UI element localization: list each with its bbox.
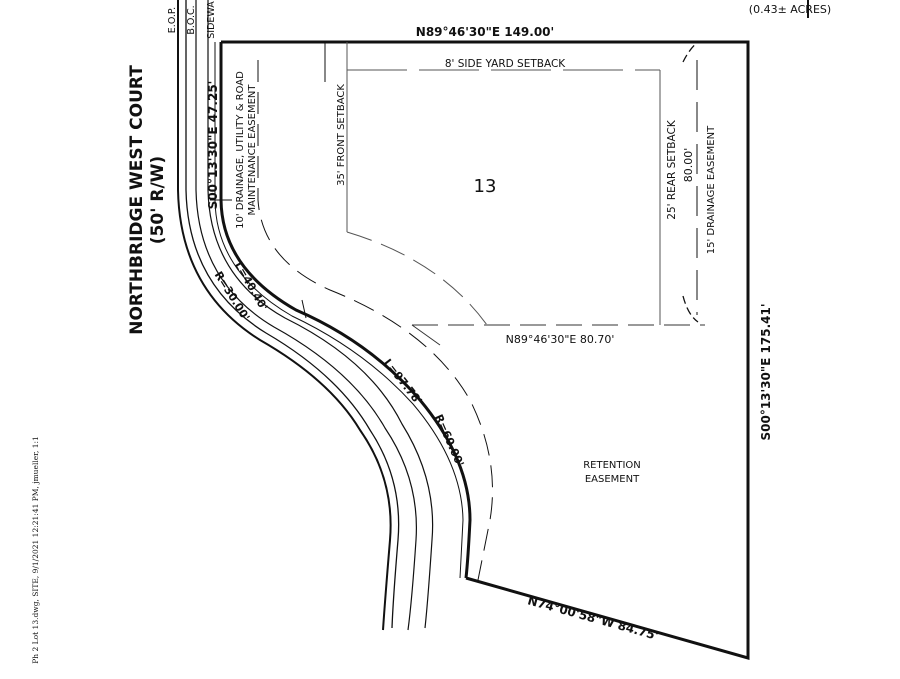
front-setback-label: 35' FRONT SETBACK <box>336 84 347 186</box>
north-bearing: N89°46'30"E 149.00' <box>416 25 554 39</box>
boc-label: B.O.C. <box>186 5 197 34</box>
rear-dimension: 80.00' <box>682 148 695 183</box>
street-lines <box>177 0 434 631</box>
bottom-setback-bearing: N89°46'30"E 80.70' <box>506 333 615 346</box>
street-name: NORTHBRIDGE WEST COURT <box>127 65 147 335</box>
lot-number: 13 <box>474 176 497 197</box>
setback-envelope <box>346 42 705 346</box>
sidewalk-label: SIDEWA <box>206 1 217 39</box>
drainage-easement-label: 15' DRAINAGE EASEMENT <box>706 125 717 254</box>
retention-label-2: EASEMENT <box>585 474 640 485</box>
road-easement-label-2: MAINTENANCE EASEMENT <box>247 84 258 216</box>
side-setback-label: 8' SIDE YARD SETBACK <box>445 58 566 70</box>
road-easement-label-1: 10' DRAINAGE, UTILITY & ROAD <box>235 71 246 229</box>
lot-boundary <box>210 40 750 660</box>
retention-label-1: RETENTION <box>583 460 641 471</box>
west-bearing: S00°13'30"E 47.25' <box>206 81 220 210</box>
plot-stamp: Ph 2 Lot 13.dwg, SITE, 9/1/2021 12:21:41… <box>31 436 40 664</box>
street-row: (50' R/W) <box>148 156 168 244</box>
area-label: (0.43± ACRES) <box>749 3 831 16</box>
road-easement-line <box>257 60 493 581</box>
eop-label: E.O.P. <box>167 7 178 33</box>
east-bearing: S00°13'30"E 175.41' <box>759 303 773 440</box>
rear-setback-label: 25' REAR SETBACK <box>666 119 678 220</box>
south-bearing: N74°00'58"W 84.75' <box>526 593 660 643</box>
drainage-easement-line <box>682 41 699 323</box>
